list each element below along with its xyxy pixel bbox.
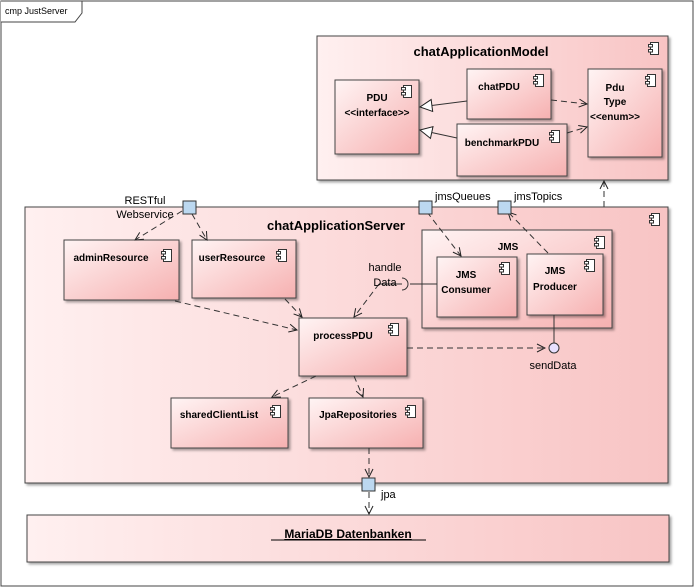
pdu-stereotype: <<interface>> <box>344 108 409 119</box>
restful-port <box>182 200 197 215</box>
admin-resource-label: adminResource <box>73 253 148 264</box>
pdu-type-stereotype: <<enum>> <box>590 112 640 123</box>
rest-to-user <box>191 213 207 240</box>
pdu-interface[interactable]: PDU <<interface>> <box>334 79 420 155</box>
handledata-label-line1: handle <box>368 262 401 274</box>
senddata-label: sendData <box>529 360 577 372</box>
frame-title: cmp JustServer <box>5 6 68 16</box>
admin-to-processpdu <box>174 300 297 330</box>
benchmarkpdu-realizes-pdu <box>420 130 458 138</box>
benchmark-pdu-component[interactable]: benchmarkPDU <box>456 123 568 177</box>
process-pdu-component[interactable]: processPDU <box>298 317 408 377</box>
shared-client-list-label: sharedClientList <box>180 410 259 421</box>
jmstopics-label: jmsTopics <box>513 191 563 203</box>
component-icon <box>270 405 281 418</box>
jms-consumer-component[interactable]: JMS Consumer <box>436 256 518 318</box>
component-icon <box>645 74 656 87</box>
component-icon <box>405 405 416 418</box>
component-icon <box>276 249 287 262</box>
user-resource-label: userResource <box>199 253 266 264</box>
jmsqueues-port <box>418 200 433 215</box>
labels: RESTful Webservice jmsQueues jmsTopics h… <box>116 191 577 501</box>
user-to-processpdu <box>284 298 302 317</box>
connectors <box>135 100 604 514</box>
benchmark-pdu-label: benchmarkPDU <box>465 138 539 149</box>
jpa-repositories-component[interactable]: JpaRepositories <box>308 397 424 449</box>
restful-label-line2: Webservice <box>116 209 173 221</box>
handledata-socket <box>401 277 409 291</box>
jms-producer-line2: Producer <box>533 282 577 293</box>
jms-consumer-line2: Consumer <box>441 285 491 296</box>
component-icon <box>401 85 412 98</box>
server-package-title: chatApplicationServer <box>267 218 405 233</box>
jpa-repositories-label: JpaRepositories <box>319 410 397 421</box>
shared-client-list-component[interactable]: sharedClientList <box>170 397 289 449</box>
benchmarkpdu-uses-pdutype <box>566 127 587 133</box>
jmsqueues-label: jmsQueues <box>434 191 491 203</box>
component-icon <box>549 130 560 143</box>
ports <box>182 200 512 492</box>
jms-consumer-line1: JMS <box>456 270 477 281</box>
component-icon <box>584 259 595 272</box>
jms-title: JMS <box>498 242 519 253</box>
jpa-label: jpa <box>380 489 397 501</box>
chatpdu-uses-pdutype <box>550 100 587 104</box>
mariadb-label: MariaDB Datenbanken <box>284 527 411 541</box>
component-icon <box>161 249 172 262</box>
handledata-label-line2: Data <box>373 277 397 289</box>
pdu-type-enum[interactable]: Pdu Type <<enum>> <box>587 68 663 158</box>
process-pdu-label: processPDU <box>313 331 372 342</box>
jms-producer-component[interactable]: JMS Producer <box>526 253 604 316</box>
component-icon <box>533 74 544 87</box>
admin-resource-component[interactable]: adminResource <box>63 239 180 301</box>
handledata-to-processpdu <box>354 283 380 317</box>
restful-label-line1: RESTful <box>125 195 166 207</box>
component-icon <box>388 323 399 336</box>
chat-pdu-label: chatPDU <box>478 82 520 93</box>
processpdu-to-jparepositories <box>353 375 363 397</box>
component-icon <box>649 213 660 226</box>
processpdu-to-sharedclientlist <box>272 375 317 397</box>
component-icon <box>648 42 659 55</box>
chatpdu-realizes-pdu <box>420 101 468 107</box>
component-icon <box>594 236 605 249</box>
jmstopics-port <box>497 200 512 215</box>
model-package-title: chatApplicationModel <box>413 44 548 59</box>
chat-pdu-component[interactable]: chatPDU <box>466 68 552 120</box>
pdu-type-line1: Pdu <box>606 83 625 94</box>
pdu-label: PDU <box>366 93 387 104</box>
component-icon <box>499 262 510 275</box>
senddata-interface-icon <box>548 342 560 354</box>
mariadb-component[interactable]: MariaDB Datenbanken <box>26 514 670 563</box>
jms-producer-line1: JMS <box>545 266 566 277</box>
jpa-port <box>361 477 376 492</box>
pdu-type-line2: Type <box>604 97 627 108</box>
user-resource-component[interactable]: userResource <box>191 239 297 299</box>
